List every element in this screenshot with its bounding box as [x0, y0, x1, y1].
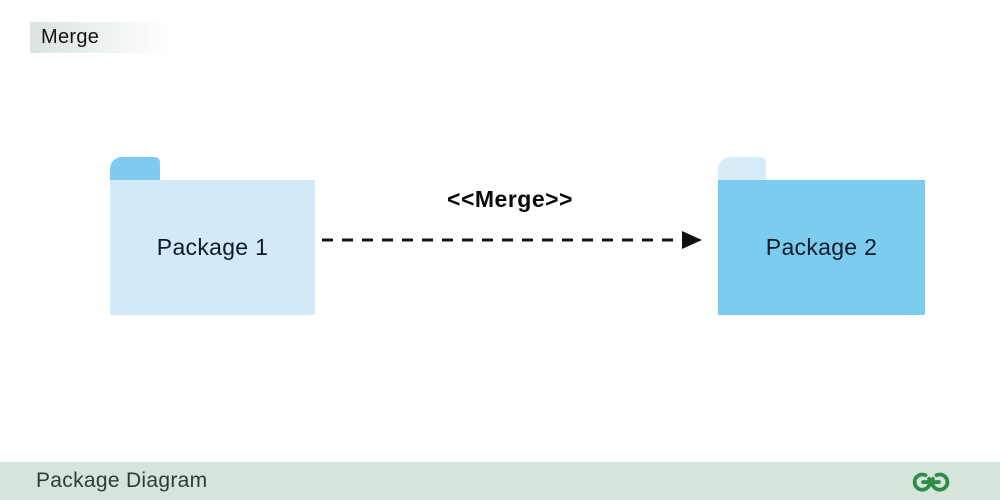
package-2-shape: Package 2 — [718, 157, 925, 315]
package-2-label: Package 2 — [765, 234, 878, 260]
merge-stereotype-label: <<Merge>> — [447, 186, 573, 212]
package-1-body: Package 1 — [110, 180, 315, 315]
diagram-title: Merge — [41, 26, 100, 48]
geeksforgeeks-logo-icon — [912, 472, 950, 492]
package-2-folder-tab — [718, 157, 766, 181]
footer-title: Package Diagram — [36, 469, 208, 492]
package-2-body: Package 2 — [718, 180, 925, 315]
arrowhead-icon — [682, 231, 702, 249]
package-1-label: Package 1 — [156, 234, 269, 260]
footer-bar: Package Diagram — [0, 462, 1000, 500]
diagram-title-badge: Merge — [30, 22, 170, 53]
package-1-folder-tab — [110, 157, 160, 181]
package-1-shape: Package 1 — [110, 157, 315, 315]
merge-dashed-arrow — [322, 231, 702, 249]
